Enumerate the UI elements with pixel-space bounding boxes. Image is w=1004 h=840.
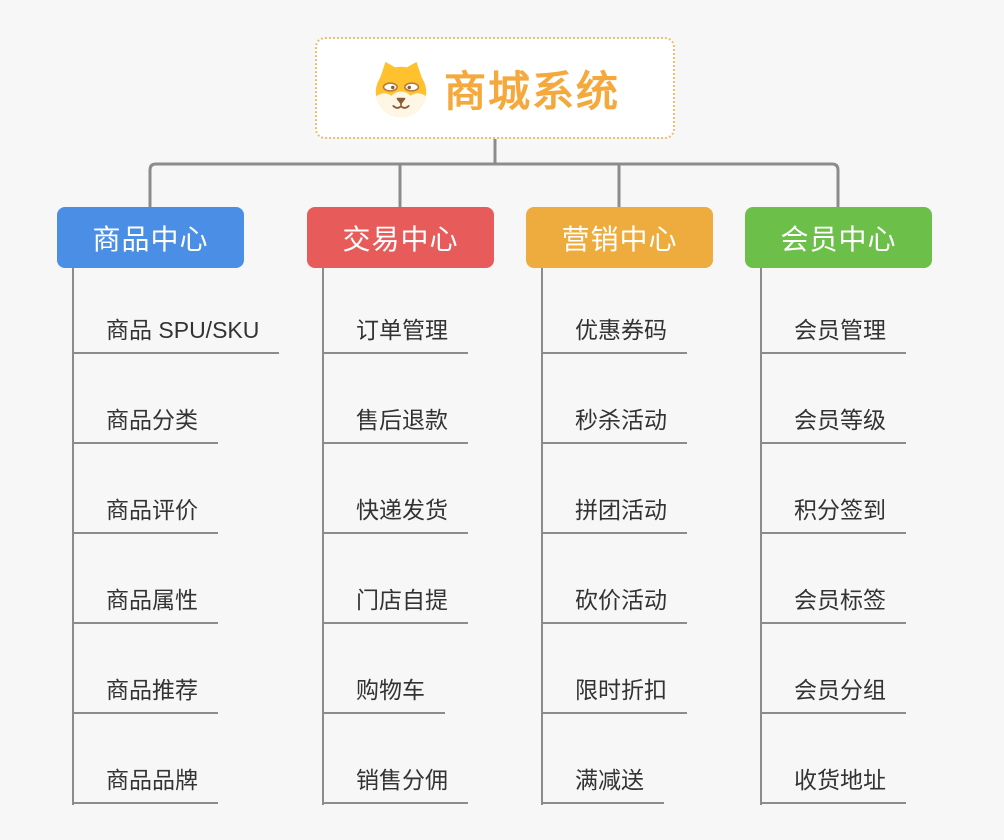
leaf-node[interactable]: 会员等级	[760, 406, 906, 444]
leaf-node[interactable]: 购物车	[322, 676, 445, 714]
leaf-node[interactable]: 商品属性	[72, 586, 218, 624]
leaf-node[interactable]: 砍价活动	[541, 586, 687, 624]
leaf-node[interactable]: 会员管理	[760, 316, 906, 354]
leaf-node[interactable]: 门店自提	[322, 586, 468, 624]
root-node[interactable]: 商城系统	[315, 37, 675, 139]
leaf-node[interactable]: 商品推荐	[72, 676, 218, 714]
leaf-node[interactable]: 商品评价	[72, 496, 218, 534]
branch-bus-line	[148, 162, 840, 208]
leaf-node[interactable]: 售后退款	[322, 406, 468, 444]
leaf-node[interactable]: 商品分类	[72, 406, 218, 444]
leaf-node[interactable]: 商品 SPU/SKU	[72, 316, 280, 354]
leaf-node[interactable]: 秒杀活动	[541, 406, 687, 444]
leaf-node[interactable]: 满减送	[541, 766, 664, 804]
branch-node-products[interactable]: 商品中心	[57, 207, 244, 268]
leaf-node[interactable]: 收货地址	[760, 766, 906, 804]
leaf-node[interactable]: 商品品牌	[72, 766, 218, 804]
leaf-node[interactable]: 快递发货	[322, 496, 468, 534]
leaf-node[interactable]: 拼团活动	[541, 496, 687, 534]
branch-children-line	[541, 268, 543, 805]
branch-node-trade[interactable]: 交易中心	[307, 207, 494, 268]
leaf-node[interactable]: 会员标签	[760, 586, 906, 624]
leaf-node[interactable]: 积分签到	[760, 496, 906, 534]
leaf-node[interactable]: 限时折扣	[541, 676, 687, 714]
leaf-node[interactable]: 优惠券码	[541, 316, 687, 354]
shiba-dog-icon	[375, 61, 427, 118]
branch-children-line	[72, 268, 74, 805]
leaf-node[interactable]: 订单管理	[322, 316, 468, 354]
root-title: 商城系统	[443, 67, 620, 115]
leaf-node[interactable]: 会员分组	[760, 676, 906, 714]
branch-node-marketing[interactable]: 营销中心	[526, 207, 713, 268]
leaf-node[interactable]: 销售分佣	[322, 766, 468, 804]
branch-children-line	[760, 268, 762, 805]
branch-children-line	[322, 268, 324, 805]
branch-node-members[interactable]: 会员中心	[745, 207, 932, 268]
